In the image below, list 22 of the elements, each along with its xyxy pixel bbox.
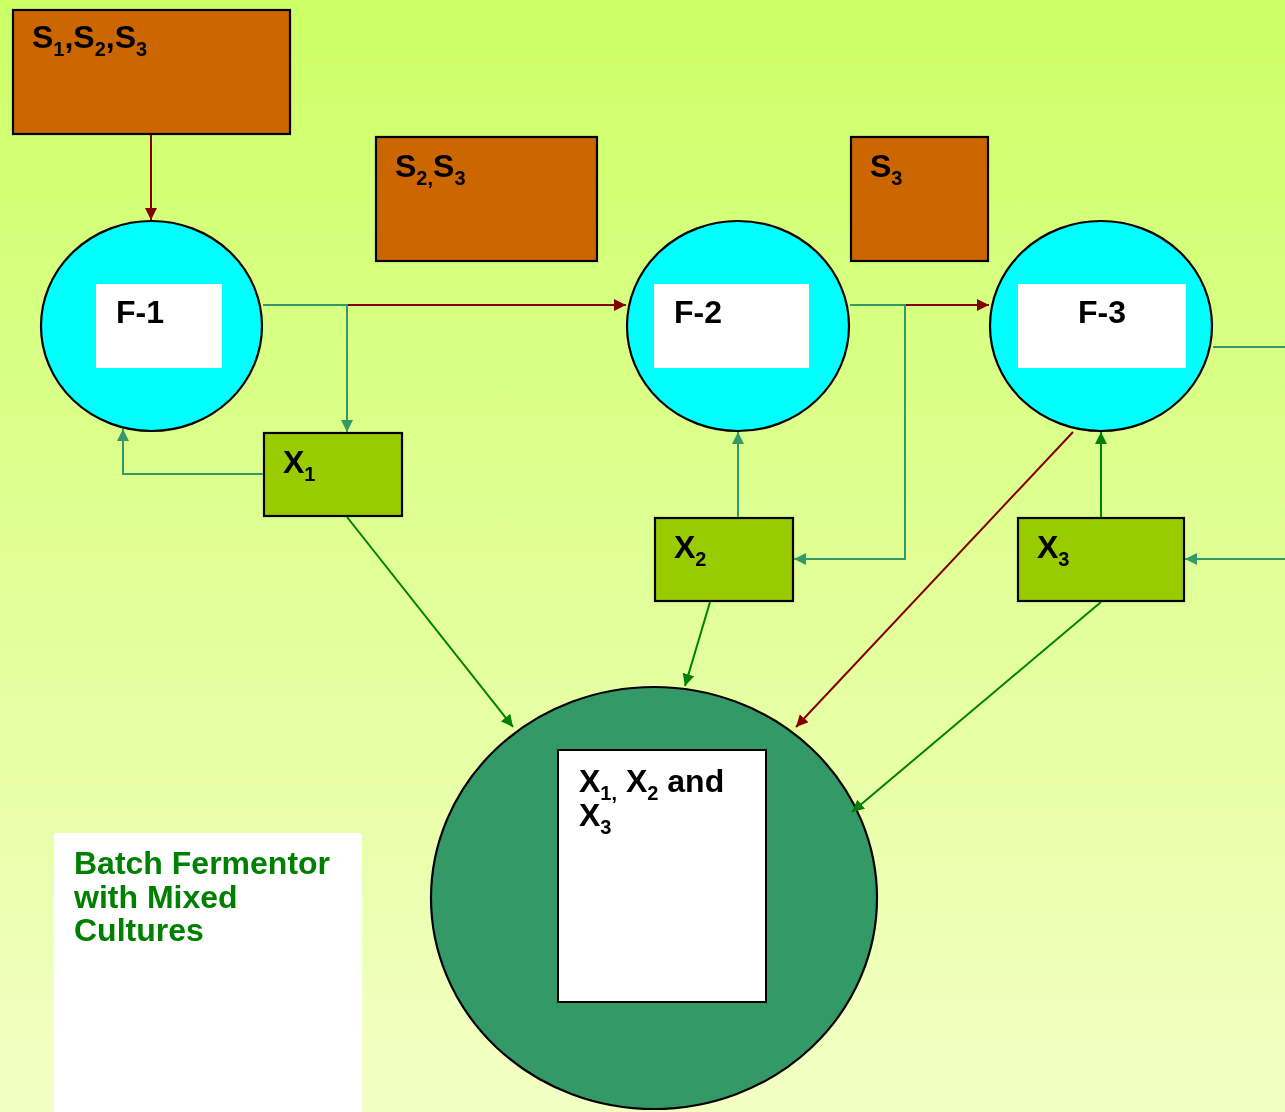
- arrow: [1184, 553, 1285, 565]
- node-label: F-1: [96, 284, 222, 368]
- note-card: [54, 833, 362, 1112]
- node-label: F-2: [654, 284, 809, 368]
- node-label: X$_{3}$: [1037, 531, 1071, 565]
- arrow: [346, 516, 514, 728]
- arrow: [793, 304, 906, 565]
- arrow: [1095, 431, 1107, 518]
- node-label: X$_{2}$: [674, 531, 708, 565]
- arrow: [795, 431, 1074, 728]
- caption-text: Batch Fermentor with Mixed Cultures: [74, 847, 332, 948]
- arrow: [732, 431, 744, 518]
- node-label: X$_{1}$: [283, 446, 317, 480]
- node-label: F-3: [1018, 284, 1186, 368]
- arrow: [117, 428, 264, 475]
- arrow: [851, 601, 1102, 813]
- arrow: [262, 304, 353, 433]
- arrow: [145, 134, 157, 221]
- node-label: X$_{1,}$ X$_{2}$ and X$_{3}$: [557, 749, 767, 1003]
- arrow: [682, 601, 711, 687]
- node-label: S$_{1}$,S$_{2}$,S$_{3}$: [32, 21, 149, 55]
- node-label: S$_{3}$: [870, 150, 904, 184]
